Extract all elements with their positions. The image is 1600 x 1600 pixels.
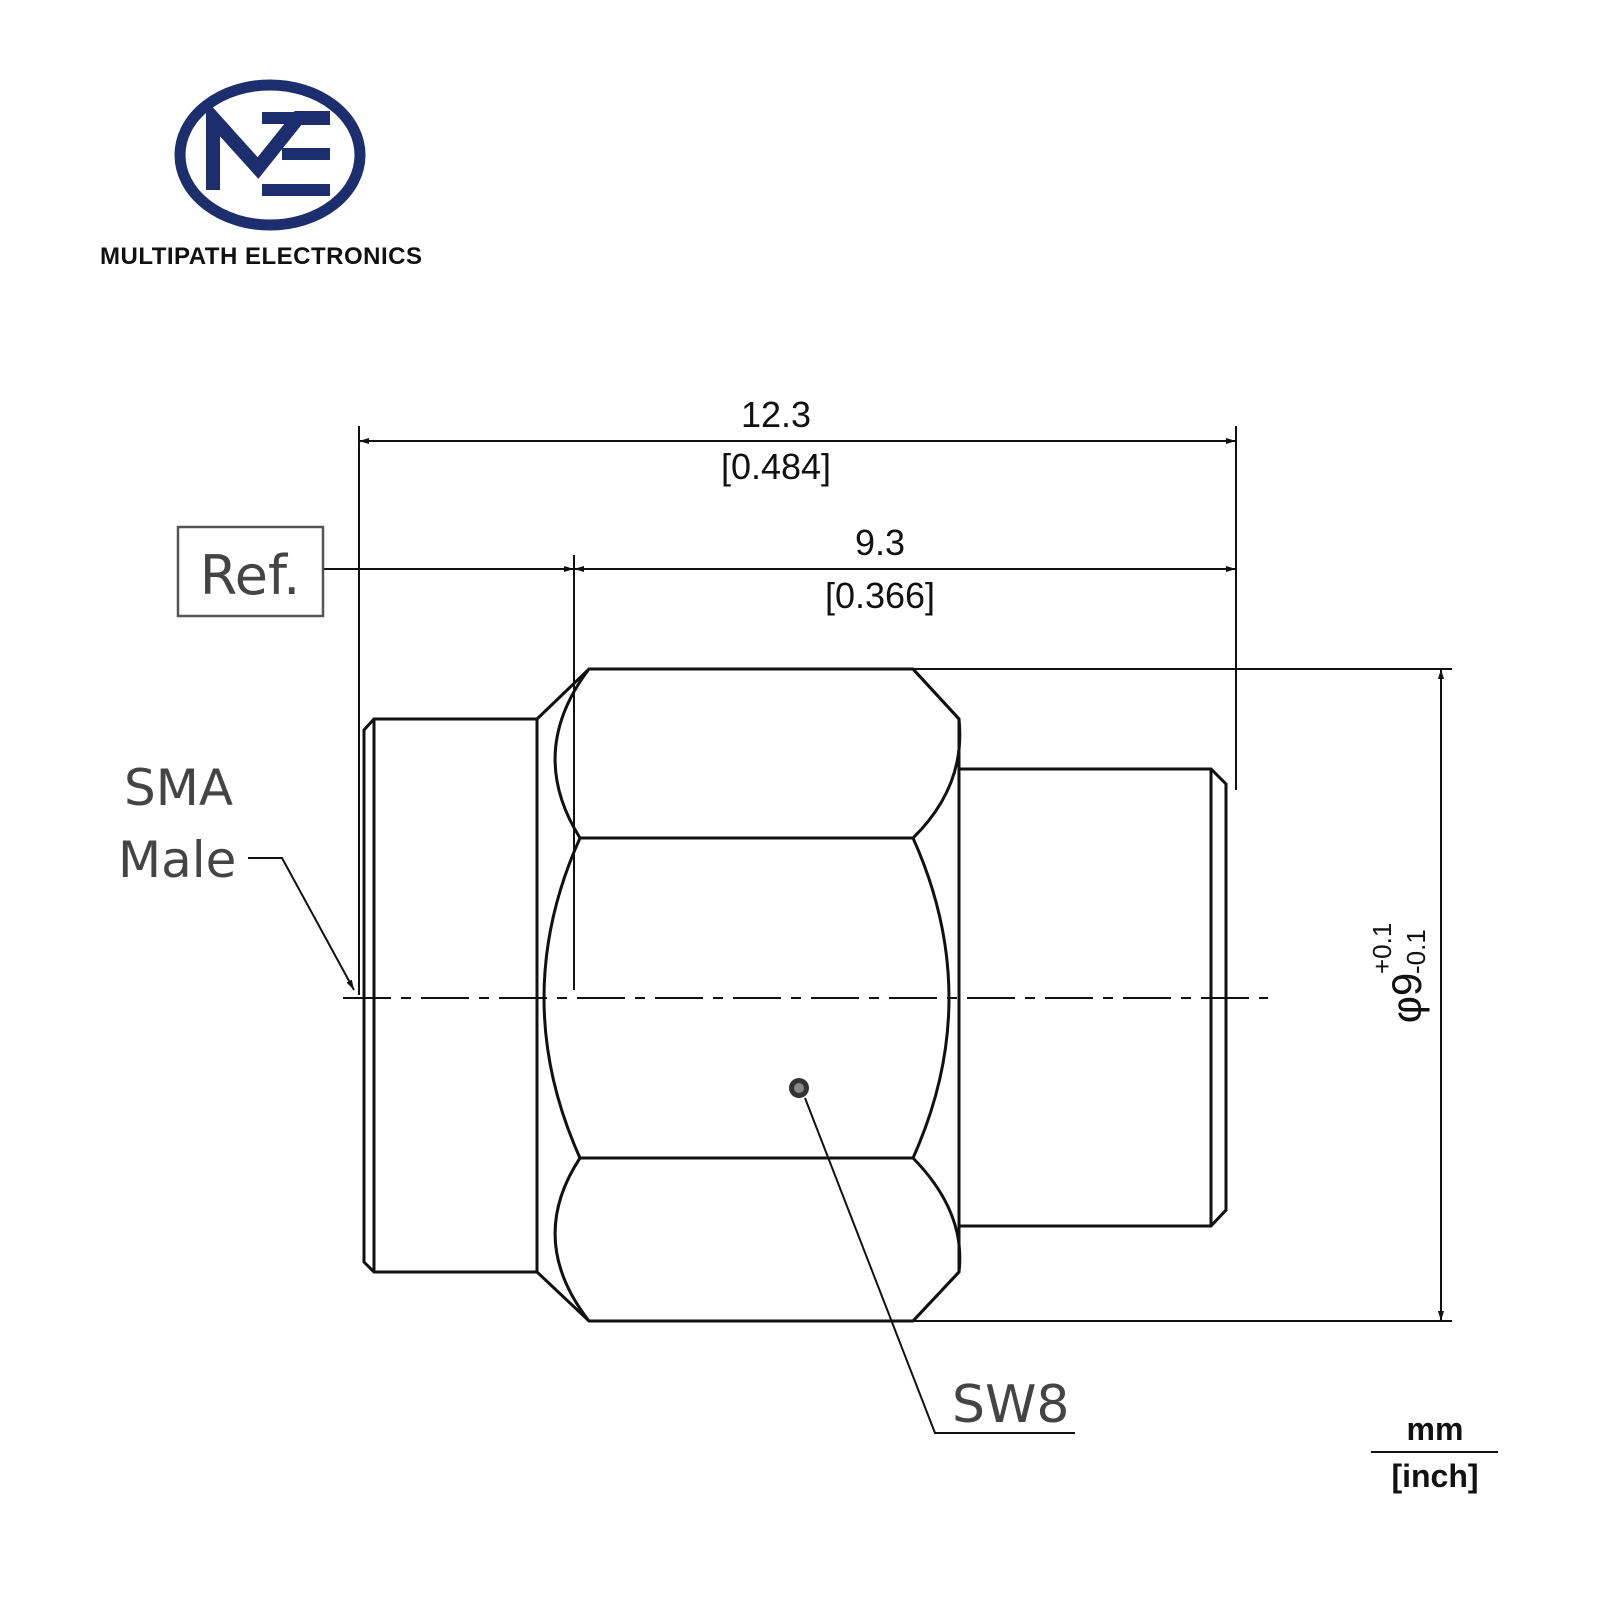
callout-interface-line1: SMA	[124, 759, 233, 817]
svg-text:φ9: φ9	[1383, 973, 1430, 1024]
ref-box-frame	[176, 525, 325, 618]
extension-lines	[358, 426, 1452, 1322]
callout-wrench-size: SW8	[952, 1375, 1070, 1435]
diameter-value: 9	[1383, 973, 1430, 996]
callout-leader-sw8	[804, 1097, 1075, 1434]
units-legend: mm [inch]	[1371, 1411, 1498, 1494]
connector-body	[362, 667, 1228, 1323]
units-primary: mm	[1407, 1411, 1464, 1447]
units-secondary: [inch]	[1391, 1458, 1478, 1494]
company-name: MULTIPATH ELECTRONICS	[100, 243, 422, 270]
company-logo: MULTIPATH ELECTRONICS	[100, 79, 422, 270]
diameter-symbol: φ	[1383, 996, 1430, 1023]
hex-outline	[535, 667, 961, 1323]
ref-label: Ref.	[200, 544, 301, 607]
dim-hex-to-end-inch: [0.366]	[825, 575, 935, 616]
dim-overall-length-inch: [0.484]	[721, 446, 831, 487]
hex-chamfer-left-top	[553, 668, 591, 839]
dim-hex-to-end-mm: 9.3	[855, 522, 905, 563]
callout-interface-line2: Male	[118, 831, 236, 889]
dim-overall-length-mm: 12.3	[741, 394, 811, 435]
logo-ring	[174, 79, 366, 231]
ref-box: Ref.	[176, 525, 325, 618]
hex-chamfer-right-top	[911, 667, 962, 840]
dim-diameter-label: φ9 +0.1 -0.1	[1367, 923, 1431, 1024]
diameter-tol-lower: -0.1	[1401, 929, 1431, 974]
diameter-tol-upper: +0.1	[1367, 923, 1397, 974]
coupling-nut-outline	[362, 717, 537, 1274]
logo-e-letter	[262, 112, 330, 196]
hex-chamfer-right-bottom	[911, 1156, 962, 1323]
hex-chamfer-left-bottom	[553, 1157, 591, 1322]
sw8-callout: SW8	[789, 1078, 1075, 1435]
sma-male-callout: SMA Male	[118, 759, 355, 991]
callout-leader-sma	[248, 857, 355, 991]
